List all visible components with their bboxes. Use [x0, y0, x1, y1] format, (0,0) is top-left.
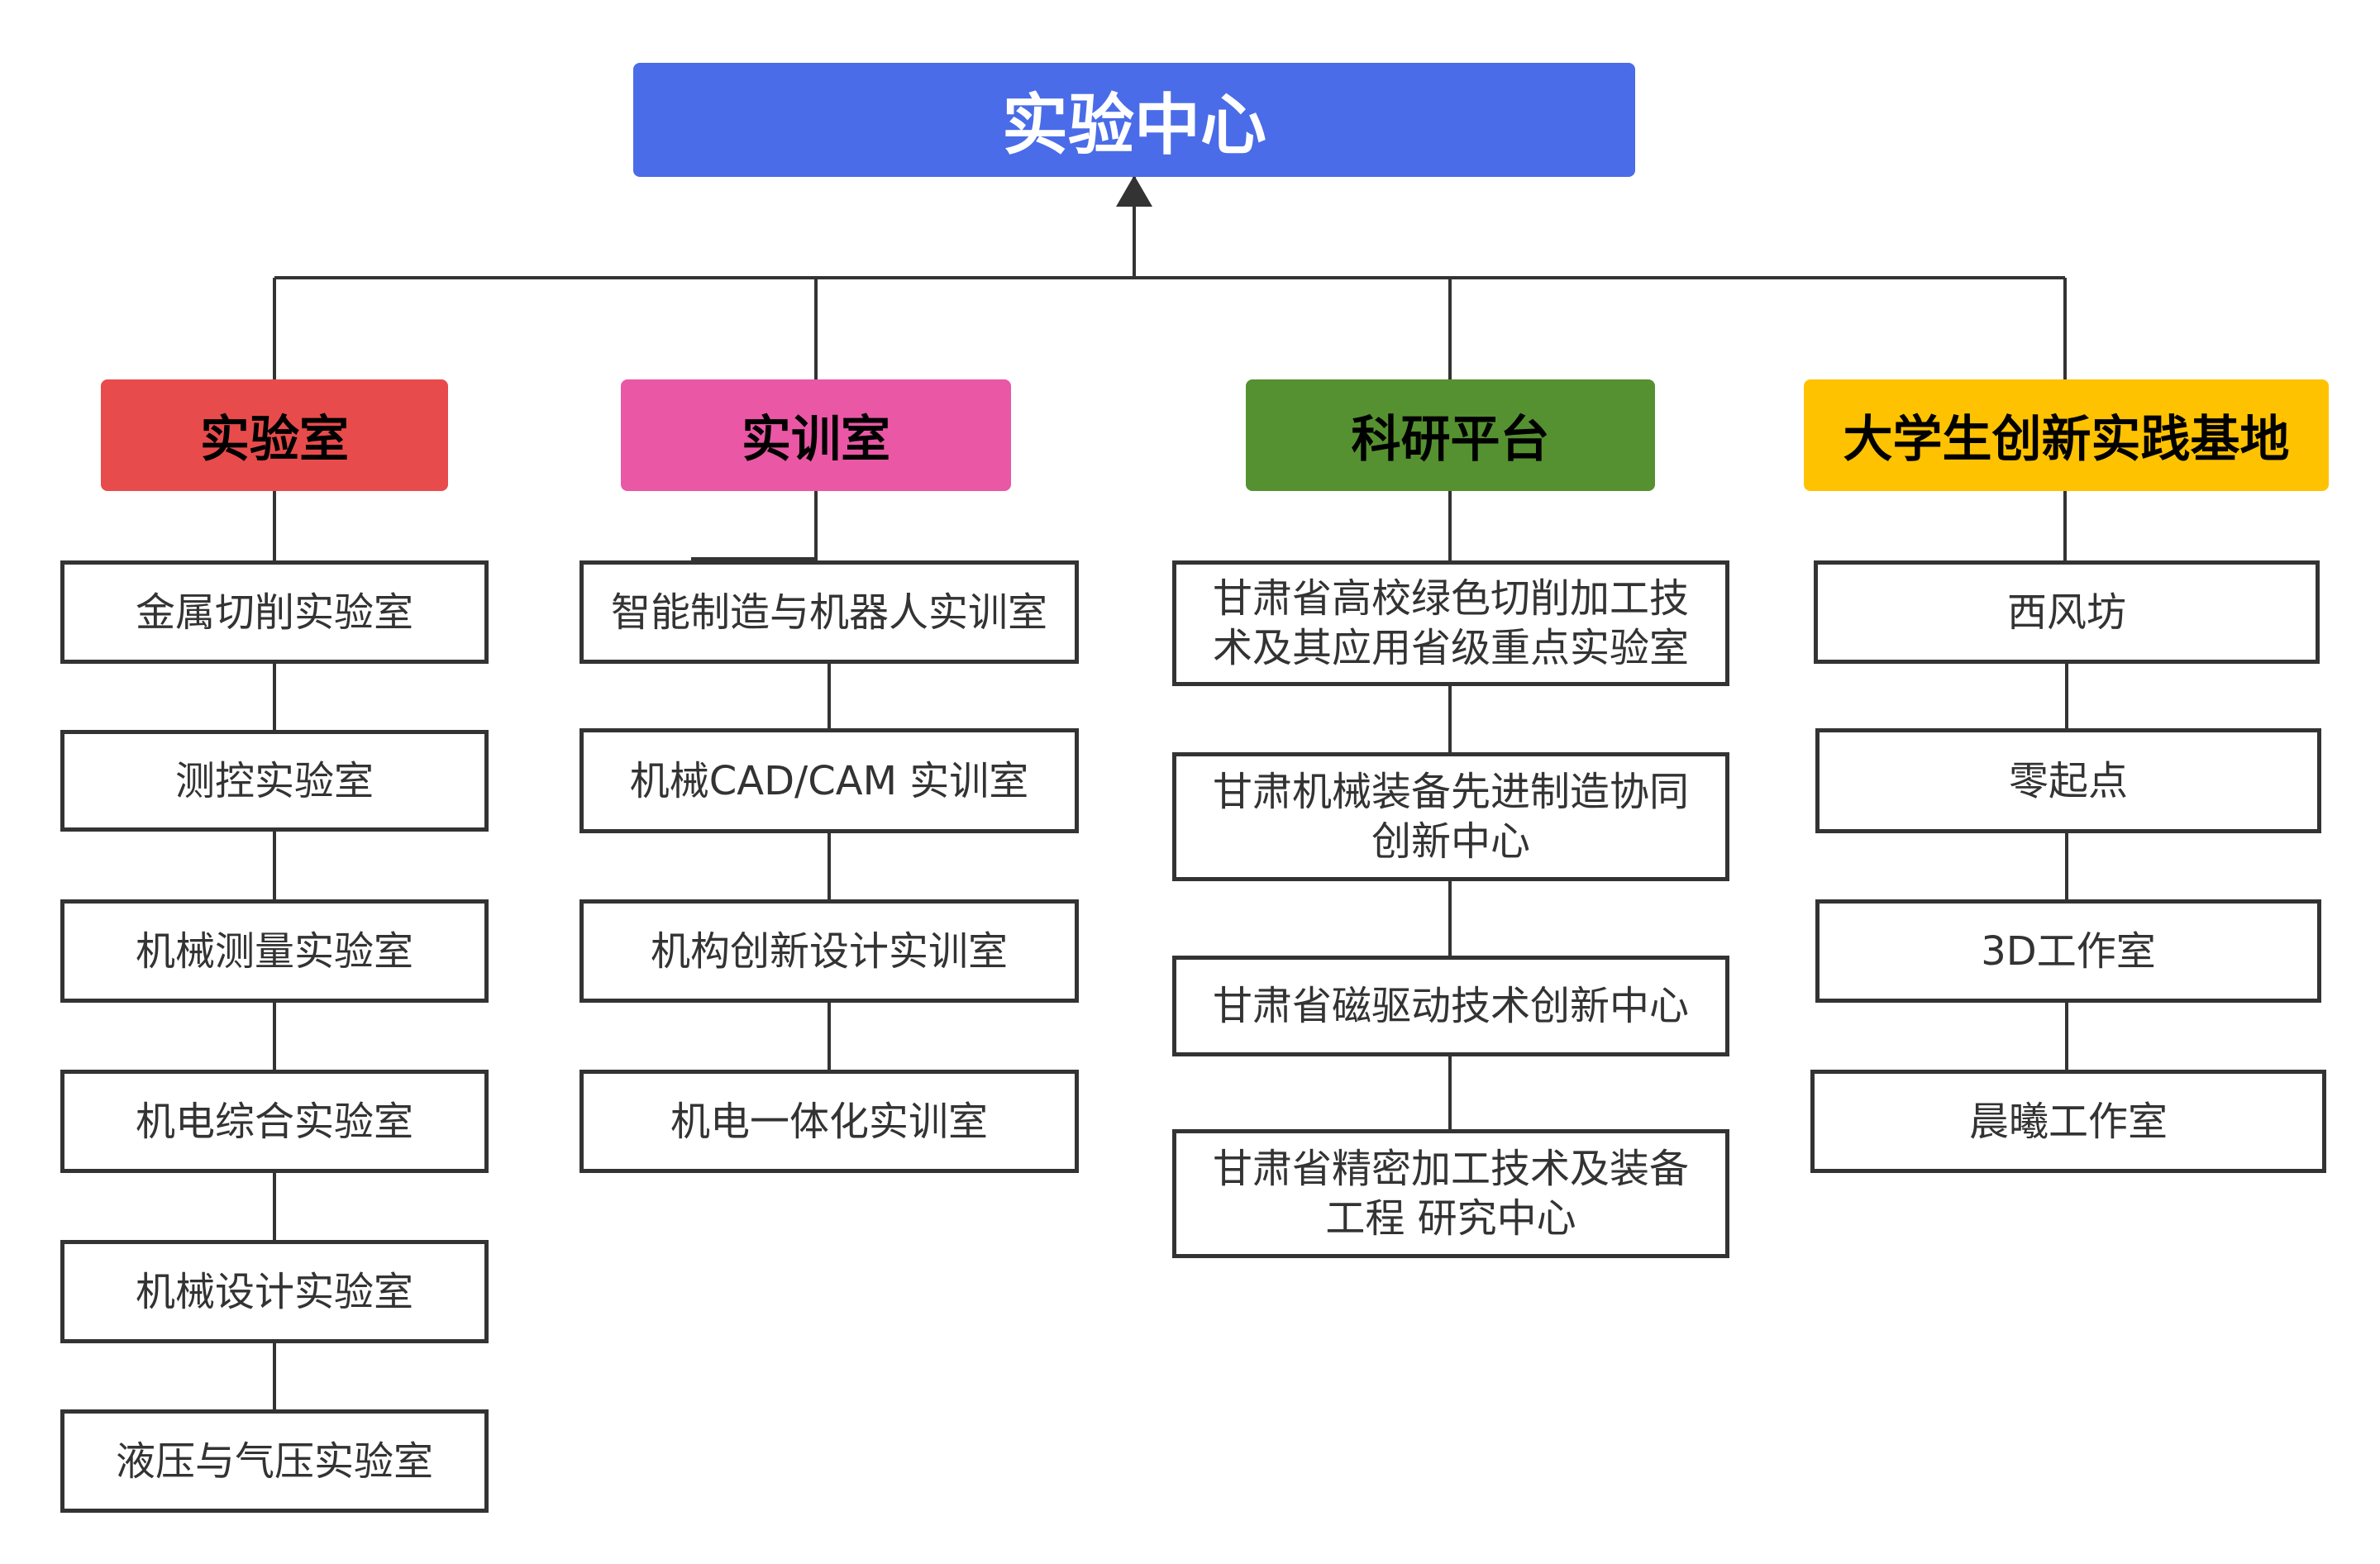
category-lab: 实验室: [101, 379, 448, 491]
lab-item: 机械测量实验室: [60, 899, 489, 1003]
research-item: 甘肃机械装备先进制造协同 创新中心: [1172, 752, 1729, 881]
chain-line: [691, 491, 818, 560]
lab-item: 机械设计实验室: [60, 1240, 489, 1343]
arrow-head-icon: [1116, 175, 1152, 207]
training-item: 机械CAD/CAM 实训室: [579, 728, 1079, 833]
lab-item: 测控实验室: [60, 730, 489, 832]
training-item: 机电一体化实训室: [579, 1070, 1079, 1173]
innovation-item: 零起点: [1815, 728, 2321, 833]
lab-item: 金属切削实验室: [60, 560, 489, 664]
lab-item: 机电综合实验室: [60, 1070, 489, 1173]
innovation-item: 3D工作室: [1815, 899, 2321, 1003]
innovation-item: 西风坊: [1814, 560, 2320, 664]
category-research: 科研平台: [1246, 379, 1655, 491]
root-node: 实验中心: [633, 63, 1635, 177]
category-innovation: 大学生创新实践基地: [1804, 379, 2329, 491]
training-item: 机构创新设计实训室: [579, 899, 1079, 1003]
research-item: 甘肃省磁驱动技术创新中心: [1172, 956, 1729, 1056]
training-item: 智能制造与机器人实训室: [579, 560, 1079, 664]
lab-item: 液压与气压实验室: [60, 1409, 489, 1513]
category-training: 实训室: [621, 379, 1011, 491]
research-item: 甘肃省精密加工技术及装备 工程 研究中心: [1172, 1129, 1729, 1258]
innovation-item: 晨曦工作室: [1810, 1070, 2326, 1173]
research-item: 甘肃省高校绿色切削加工技 术及其应用省级重点实验室: [1172, 560, 1729, 686]
